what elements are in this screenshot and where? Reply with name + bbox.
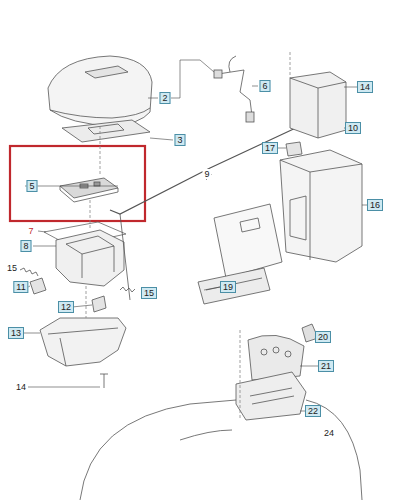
- callout-number: 17: [262, 142, 278, 154]
- circuit-board: [60, 178, 118, 198]
- highlight-frame: [10, 146, 145, 221]
- spring: [120, 287, 135, 292]
- cover: [48, 56, 152, 126]
- wire-harness: [218, 56, 252, 116]
- callout-number: 14: [14, 382, 28, 392]
- hinge-plate: [198, 268, 270, 304]
- callout-number: 19: [220, 281, 236, 293]
- lid: [214, 204, 282, 278]
- screw: [100, 374, 108, 388]
- compartment: [280, 150, 362, 262]
- seal-plate: [62, 120, 150, 142]
- callout-number: 21: [318, 360, 334, 372]
- base: [40, 318, 126, 366]
- housing: [56, 230, 124, 286]
- callout-number: 16: [367, 199, 383, 211]
- callout-number: 15: [5, 263, 19, 273]
- callout-number: 11: [13, 281, 28, 293]
- frame: [236, 372, 306, 420]
- clip: [92, 296, 106, 312]
- callout-number: 9: [202, 169, 211, 179]
- callout-number: 14: [357, 81, 373, 93]
- callout-number: 8: [20, 240, 31, 252]
- callout-number: 10: [345, 122, 361, 134]
- callout-number: 24: [322, 428, 336, 438]
- callout-number: 13: [8, 327, 24, 339]
- callout-number: 15: [141, 287, 157, 299]
- panel: [248, 335, 304, 380]
- mower-body: [80, 400, 362, 500]
- callout-number: 7: [26, 226, 35, 236]
- callout-number: 5: [26, 180, 37, 192]
- callout-number: 20: [315, 331, 331, 343]
- latch: [30, 278, 46, 294]
- callout-number: 12: [58, 301, 74, 313]
- callout-number: 22: [305, 405, 321, 417]
- callout-number: 2: [159, 92, 170, 104]
- bracket: [290, 72, 346, 138]
- clip: [286, 142, 302, 156]
- spring: [20, 268, 38, 276]
- callout-number: 3: [174, 134, 185, 146]
- leader-lines: [22, 60, 367, 411]
- callout-number: 6: [259, 80, 270, 92]
